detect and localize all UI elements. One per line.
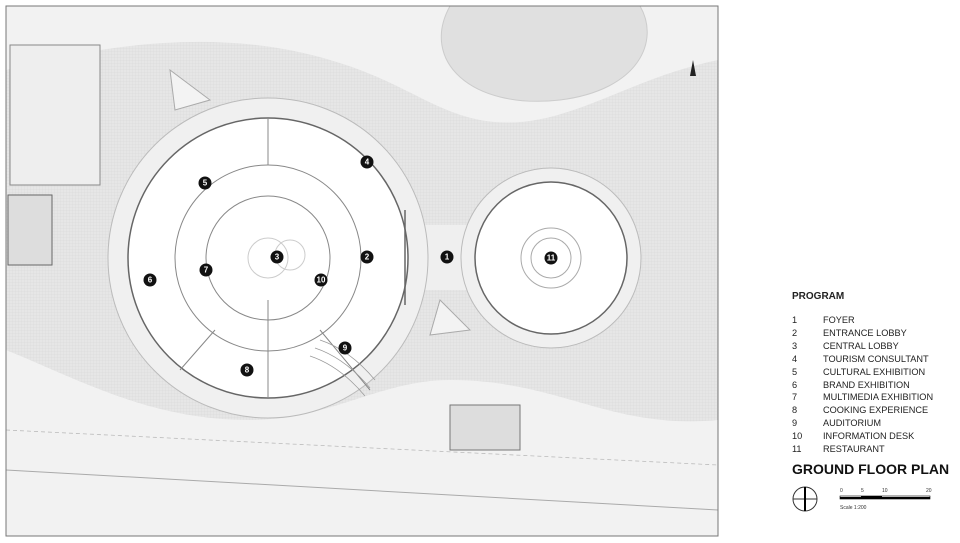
svg-text:3: 3 — [275, 253, 280, 262]
legend-number: 5 — [792, 366, 798, 377]
legend-label: FOYER — [823, 315, 855, 325]
svg-text:2: 2 — [365, 253, 370, 262]
legend-label: COOKING EXPERIENCE — [823, 405, 929, 416]
scale-caption: Scale 1:200 — [840, 505, 867, 511]
road-south — [6, 350, 718, 536]
marker-10: 10 — [314, 273, 328, 287]
legend-label: CULTURAL EXHIBITION — [823, 366, 926, 377]
svg-text:6: 6 — [148, 276, 153, 285]
svg-text:4: 4 — [365, 158, 370, 167]
svg-text:11: 11 — [547, 254, 556, 263]
plaza-circle — [440, 6, 648, 102]
scale-tick: 5 — [861, 488, 864, 494]
legend-label: RESTAURANT — [823, 444, 885, 455]
marker-11: 11 — [544, 251, 558, 265]
marker-8: 8 — [240, 363, 254, 377]
legend-heading: PROGRAM — [792, 291, 845, 302]
neighbor-building — [7, 194, 53, 266]
legend-item: 6 BRAND EXHIBITION — [792, 379, 933, 392]
marker-1: 1 — [440, 250, 454, 264]
svg-text:8: 8 — [245, 366, 250, 375]
legend-number: 9 — [792, 418, 798, 429]
scale-tick: 20 — [926, 488, 932, 494]
road-edge — [6, 469, 718, 511]
legend-number: 8 — [792, 405, 798, 416]
marker-2: 2 — [360, 250, 374, 264]
marker-6: 6 — [143, 273, 157, 287]
legend-label: BRAND EXHIBITION — [823, 379, 910, 390]
legend-item: 2 ENTRANCE LOBBY — [792, 327, 933, 340]
legend-number: 3 — [792, 340, 798, 351]
svg-text:5: 5 — [203, 179, 208, 188]
north-arrow-icon — [690, 60, 696, 76]
marker-3: 3 — [270, 250, 284, 264]
marker-5: 5 — [198, 176, 212, 190]
legend-item: 1 FOYER — [792, 314, 933, 327]
legend-label: TOURISM CONSULTANT — [823, 353, 929, 364]
legend-label: MULTIMEDIA EXHIBITION — [823, 392, 934, 403]
legend-number: 6 — [792, 379, 798, 390]
marker-9: 9 — [338, 341, 352, 355]
legend-label: AUDITORIUM — [823, 418, 882, 429]
legend-number: 10 — [792, 431, 803, 442]
legend-item: 8 COOKING EXPERIENCE — [792, 404, 933, 417]
compass-icon — [792, 486, 818, 512]
legend-number: 4 — [792, 353, 798, 364]
legend-number: 2 — [792, 327, 798, 338]
program-legend: PROGRAM 1 FOYER 2 ENTRANCE LOBBY 3 CENTRAL LO… — [792, 291, 933, 456]
legend-number: 11 — [792, 444, 802, 455]
marker-7: 7 — [199, 263, 213, 277]
svg-text:1: 1 — [445, 253, 450, 262]
legend-item: 3 CENTRAL LOBBY — [792, 340, 933, 353]
svg-text:9: 9 — [343, 344, 348, 353]
legend-label: CENTRAL LOBBY — [823, 340, 899, 351]
drawing-frame — [5, 5, 719, 537]
scale-tick: 10 — [882, 488, 888, 494]
plan-title: GROUND FLOOR PLAN — [792, 461, 950, 477]
legend-item: 11 RESTAURANT — [792, 443, 933, 456]
scale-tick: 0 — [840, 488, 843, 494]
legend-item: 5 CULTURAL EXHIBITION — [792, 366, 933, 379]
scale-bar: 0 5 10 20 Scale 1:200 — [792, 486, 932, 512]
pavilion — [449, 404, 521, 451]
marker-4: 4 — [360, 155, 374, 169]
legend-item: 10 INFORMATION DESK — [792, 430, 933, 443]
legend-number: 7 — [792, 392, 798, 403]
legend-item: 4 TOURISM CONSULTANT — [792, 353, 933, 366]
legend-label: ENTRANCE LOBBY — [823, 327, 907, 338]
legend-item: 7 MULTIMEDIA EXHIBITION — [792, 391, 933, 404]
svg-text:7: 7 — [204, 266, 209, 275]
legend-label: INFORMATION DESK — [823, 431, 915, 442]
neighbor-building-north — [9, 44, 101, 186]
legend-item: 9 AUDITORIUM — [792, 417, 933, 430]
legend-number: 1 — [792, 315, 798, 325]
svg-text:10: 10 — [317, 276, 326, 285]
